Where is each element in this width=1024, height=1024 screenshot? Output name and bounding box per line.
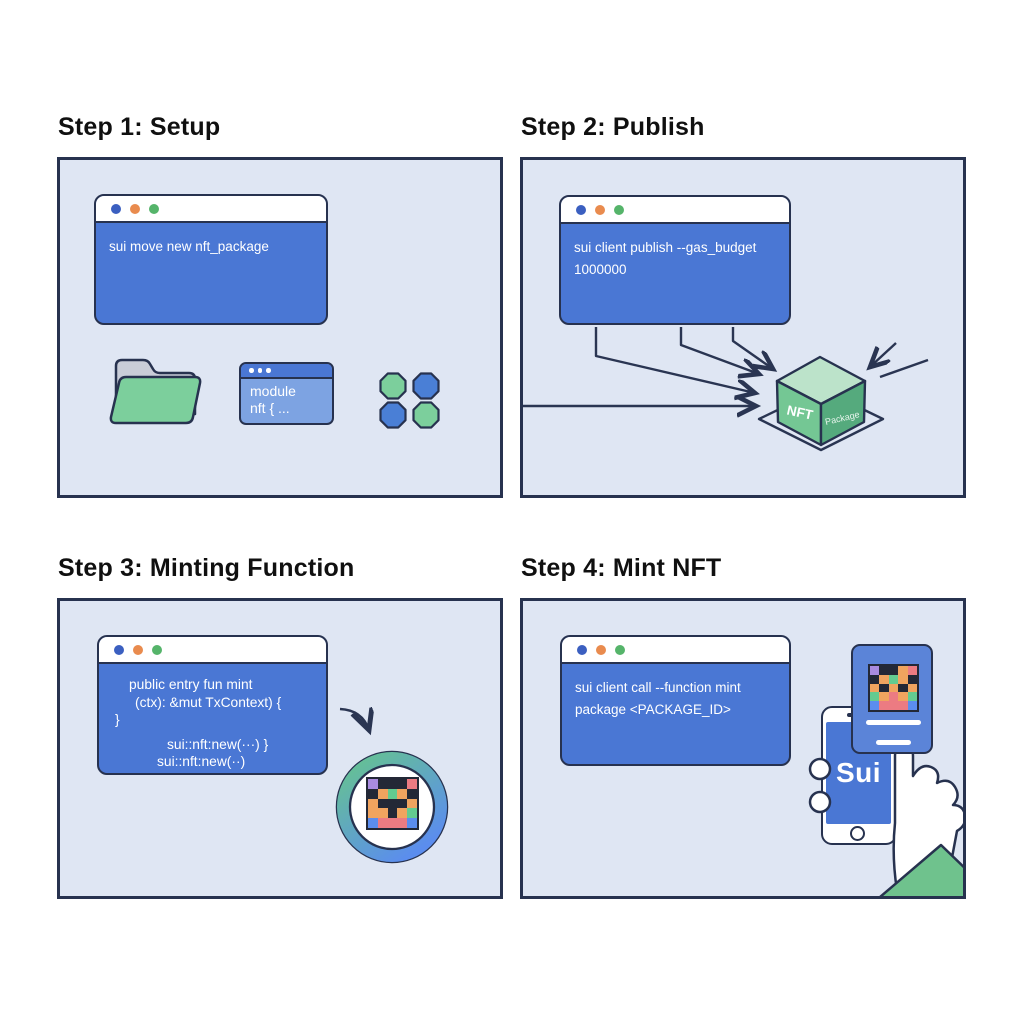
package-platform (757, 387, 885, 452)
card-text-line (866, 720, 921, 725)
code-window: public entry fun mint (ctx): &mut TxCont… (97, 635, 328, 775)
window-titlebar (96, 196, 326, 223)
code-line: (ctx): &mut TxContext) { (135, 694, 282, 710)
sleeve-shape (879, 843, 963, 896)
module-code-line: nft { ... (250, 400, 290, 416)
terminal-command: 1000000 (574, 262, 627, 277)
code-line: } (115, 712, 120, 727)
package-cube-icon (775, 355, 867, 447)
mini-window-titlebar (241, 364, 332, 379)
terminal-command: sui move new nft_package (109, 239, 269, 254)
step-4-title: Step 4: Mint NFT (521, 554, 722, 582)
terminal-command: sui client publish --gas_budget (574, 240, 757, 255)
card-text-line (876, 740, 911, 745)
module-code-window: module nft { ... (239, 362, 334, 425)
module-code-line: module (250, 383, 296, 399)
octagon-grid-icon (379, 372, 440, 429)
nft-pixel-art (868, 664, 919, 712)
folder-icon (109, 358, 202, 425)
step-3-title: Step 3: Minting Function (58, 554, 355, 582)
phone-home-button (850, 826, 865, 841)
window-dot-blue-icon (577, 644, 587, 655)
terminal-command: sui client call --function mint (575, 680, 741, 695)
code-line: public entry fun mint (129, 677, 253, 692)
step-1-title: Step 1: Setup (58, 113, 221, 141)
arrow-terminal-to-package (679, 327, 759, 374)
window-titlebar (99, 637, 326, 664)
sui-wallet-label: Sui (835, 757, 882, 788)
window-dot-orange-icon (596, 644, 606, 655)
terminal-window: sui move new nft_package (94, 194, 328, 325)
code-line: sui::nft:new(··) (157, 754, 246, 769)
terminal-command: package <PACKAGE_ID> (575, 702, 731, 717)
cube-package-label: Package (824, 409, 860, 427)
arrow-terminal-to-package (594, 327, 755, 393)
hand-shape (892, 741, 963, 896)
window-dot-orange-icon (133, 644, 143, 655)
mini-dot-icon (249, 368, 254, 373)
nft-card (851, 644, 933, 754)
panel-step-2-publish: sui client publish --gas_budget 1000000 … (520, 157, 966, 498)
window-dot-blue-icon (111, 203, 121, 214)
arrow-right-to-package (870, 342, 897, 367)
mini-dot-icon (257, 368, 262, 373)
window-dot-green-icon (614, 204, 624, 215)
window-dot-green-icon (149, 203, 159, 214)
code-line: sui::nft:new(···) } (167, 736, 269, 752)
step-2-title: Step 2: Publish (521, 113, 705, 141)
mini-dot-icon (266, 368, 271, 373)
window-titlebar (562, 637, 789, 664)
cube-nft-label: NFT (786, 403, 816, 423)
window-dot-orange-icon (130, 203, 140, 214)
terminal-window: sui client call --function mint package … (560, 635, 791, 766)
window-dot-green-icon (152, 644, 162, 655)
window-dot-green-icon (615, 644, 625, 655)
window-dot-blue-icon (114, 644, 124, 655)
window-titlebar (561, 197, 789, 224)
arrow-terminal-to-package (731, 327, 773, 369)
line-right-to-package (879, 358, 929, 379)
panel-step-4-mint-nft: sui client call --function mint package … (520, 598, 966, 899)
arrow-code-to-nft (339, 709, 369, 730)
panel-step-3-minting-function: public entry fun mint (ctx): &mut TxCont… (57, 598, 503, 899)
window-dot-blue-icon (576, 204, 586, 215)
nft-pixel-art (366, 777, 419, 830)
panel-step-1-setup: sui move new nft_package module nft { ..… (57, 157, 503, 498)
terminal-window: sui client publish --gas_budget 1000000 (559, 195, 791, 325)
window-dot-orange-icon (595, 204, 605, 215)
